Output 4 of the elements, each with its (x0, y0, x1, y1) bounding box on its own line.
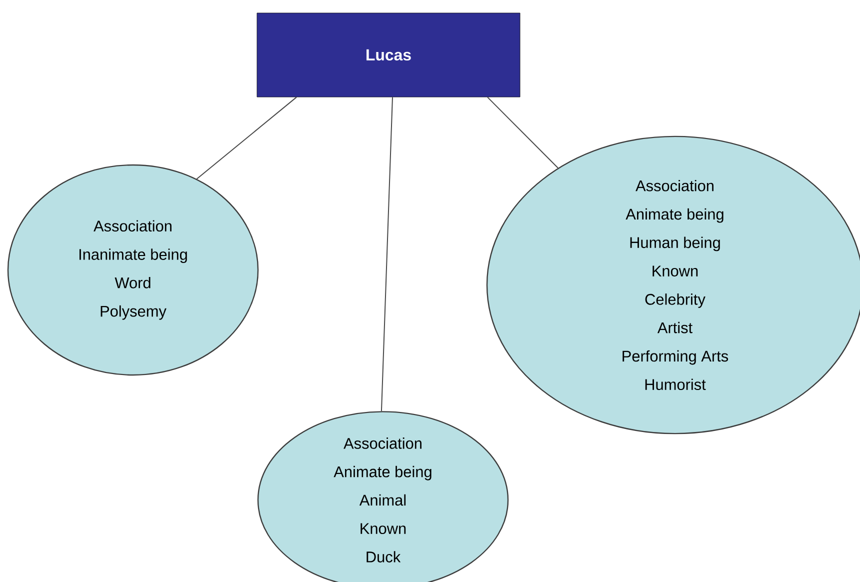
connector-line (380, 96, 393, 412)
connector-line (487, 96, 559, 168)
connector-line (196, 96, 297, 180)
title-box: Lucas (256, 12, 520, 98)
